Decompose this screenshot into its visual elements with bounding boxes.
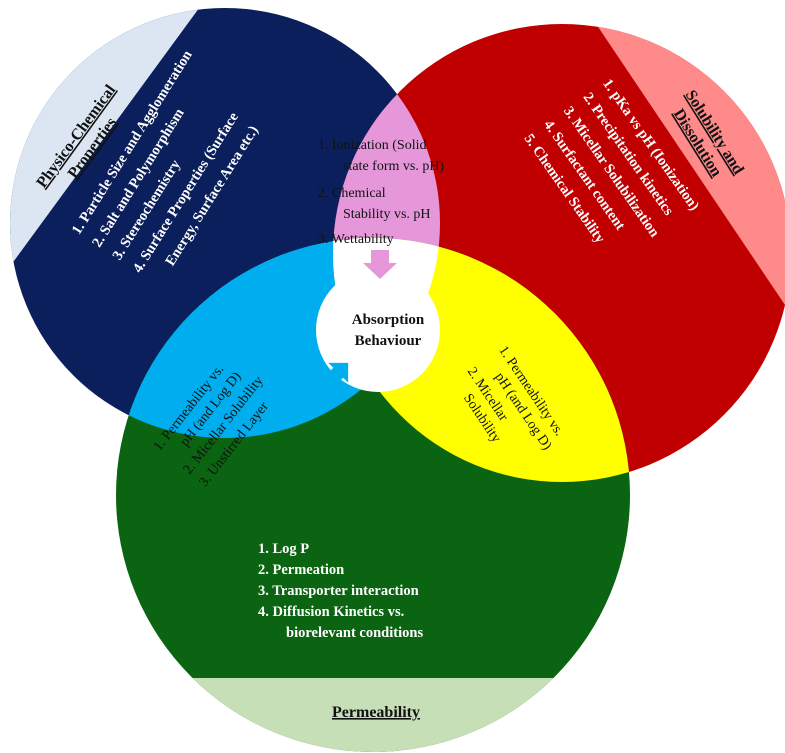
overlap-physico-solubility-text: 1. Ionization (Solid state form vs. pH) … <box>318 138 444 247</box>
overlap-item: 3. Wettability <box>318 232 394 247</box>
overlap-item: 2. Chemical <box>318 186 386 201</box>
permeability-item: 2. Permeation <box>258 562 344 578</box>
overlap-solubility-permeability <box>333 238 630 482</box>
permeability-items: 1. Log P 2. Permeation 3. Transporter in… <box>258 541 423 641</box>
permeability-item: 3. Transporter interaction <box>258 583 419 599</box>
permeability-title: Permeability <box>332 704 420 721</box>
overlap-item: Stability vs. pH <box>343 207 431 222</box>
permeability-item: 1. Log P <box>258 541 309 557</box>
center-title-line2: Behaviour <box>355 333 422 349</box>
overlap-item: state form vs. pH) <box>343 159 444 174</box>
overlap-item: 1. Ionization (Solid <box>318 138 427 153</box>
center-title-line1: Absorption <box>352 312 425 328</box>
permeability-item: biorelevant conditions <box>286 625 423 641</box>
arrow-left-icon <box>321 362 349 390</box>
arrow-top-icon <box>363 250 397 279</box>
permeability-item: 4. Diffusion Kinetics vs. <box>258 604 404 620</box>
overlap-physico-permeability <box>116 238 440 438</box>
center-soft-bg <box>316 268 440 392</box>
arrow-right-icon <box>433 362 461 390</box>
